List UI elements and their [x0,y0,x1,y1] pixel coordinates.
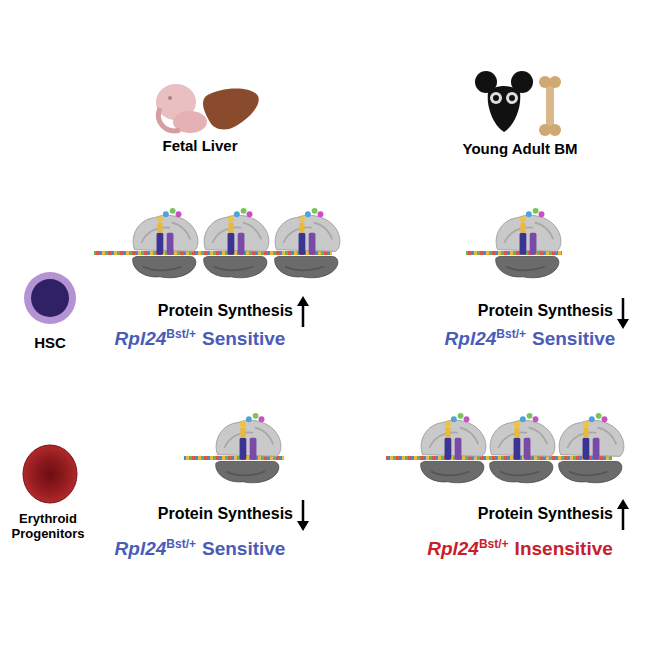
mrna-strand [386,456,612,460]
hsc-cell [24,272,76,324]
gene-name: Rpl24 [115,328,167,349]
cell-label: Erythroid Progenitors [6,512,90,542]
ribosome [204,208,269,278]
mrna-strand [94,251,332,255]
sensitivity-label: Rpl24Bst/+ Sensitive [115,328,286,350]
ribosome [133,208,198,278]
sensitivity-word: Sensitive [532,328,615,349]
allele-superscript: Bst/+ [166,537,196,551]
sensitivity-label: Rpl24Bst/+ Sensitive [445,328,616,350]
column-heading: Fetal Liver [162,137,237,154]
column-heading: Young Adult BM [463,140,578,157]
protein-synthesis-label: Protein Synthesis [158,505,293,523]
sensitivity-word: Insensitive [515,538,613,559]
mrna-strand [184,456,284,460]
gene-name: Rpl24 [445,328,497,349]
allele-superscript: Bst/+ [166,327,196,341]
ribosome [490,413,555,483]
gene-name: Rpl24 [427,538,479,559]
ribosome [216,413,281,483]
protein-synthesis-label: Protein Synthesis [478,302,613,320]
liver-icon [203,89,259,130]
bone-icon [539,76,561,136]
protein-synthesis-label: Protein Synthesis [478,505,613,523]
allele-superscript: Bst/+ [496,327,526,341]
gene-name: Rpl24 [115,538,167,559]
mrna-strand [466,251,562,255]
allele-superscript: Bst/+ [479,537,509,551]
erythroid-cell [23,445,77,503]
cell-label: HSC [34,334,66,351]
ribosome [275,208,340,278]
mouse-icon [475,71,533,132]
fetus-icon [156,84,207,133]
sensitivity-word: Sensitive [202,538,285,559]
ribosome [559,413,624,483]
ribosome [421,413,486,483]
trend-arrow [297,296,629,531]
sensitivity-word: Sensitive [202,328,285,349]
sensitivity-label: Rpl24Bst/+ Sensitive [115,538,286,560]
protein-synthesis-label: Protein Synthesis [158,302,293,320]
ribosome [496,208,561,278]
sensitivity-label: Rpl24Bst/+ Insensitive [427,538,613,560]
